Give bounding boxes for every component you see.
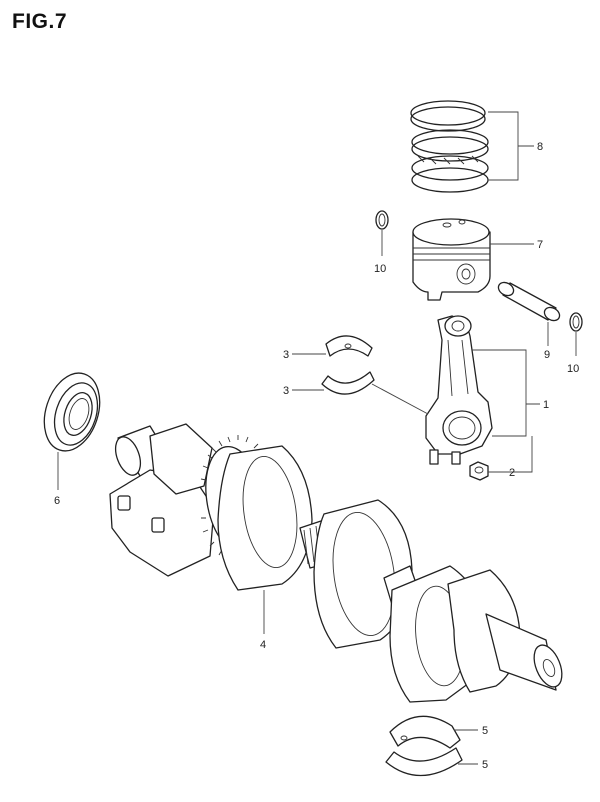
piston[interactable]	[412, 218, 491, 301]
main-bearing-lower[interactable]	[385, 747, 463, 777]
callout-10-right: 10	[567, 363, 579, 375]
main-bearing-upper[interactable]	[389, 715, 461, 749]
callout-5-lower: 5	[482, 759, 488, 771]
connecting-rod-nut[interactable]	[469, 461, 489, 481]
callout-9: 9	[544, 349, 550, 361]
callout-8: 8	[537, 141, 543, 153]
callout-6: 6	[54, 495, 60, 507]
figure-title: FIG.7	[12, 10, 68, 33]
callout-3-upper: 3	[283, 349, 289, 361]
connecting-rod-bearing-upper[interactable]	[325, 335, 373, 357]
crankshaft[interactable]	[109, 423, 567, 703]
callout-10-left: 10	[374, 263, 386, 275]
callout-5-upper: 5	[482, 725, 488, 737]
callout-4: 4	[260, 639, 266, 651]
piston-pin-circlip-right[interactable]	[569, 312, 583, 332]
callout-7: 7	[537, 239, 543, 251]
piston-rings[interactable]	[410, 100, 489, 193]
callout-2: 2	[509, 467, 515, 479]
connecting-rod[interactable]	[425, 315, 493, 465]
piston-pin[interactable]	[496, 280, 562, 323]
connecting-rod-bearing-lower[interactable]	[321, 371, 375, 395]
callout-1: 1	[543, 399, 549, 411]
callout-3-lower: 3	[283, 385, 289, 397]
piston-pin-circlip-left[interactable]	[375, 210, 389, 230]
leader-lines	[57, 111, 577, 765]
oil-seal[interactable]	[35, 366, 109, 458]
